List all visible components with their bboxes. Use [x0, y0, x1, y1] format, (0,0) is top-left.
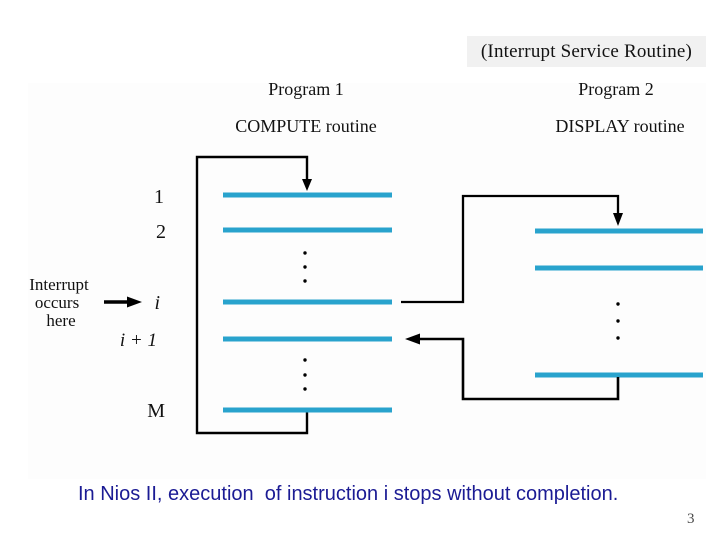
row-label-i: i: [154, 292, 160, 314]
row-label-1: 1: [154, 186, 164, 208]
return-arrowhead-left-icon: [405, 333, 420, 345]
row-label-2: 2: [156, 221, 166, 243]
interrupt-call-path: [401, 194, 620, 304]
svg-text:here: here: [46, 311, 75, 330]
row-label-M: M: [147, 400, 165, 422]
program1-header: Program 1: [268, 79, 344, 99]
svg-text:Interrupt: Interrupt: [29, 275, 89, 294]
figure-background: [28, 83, 706, 479]
slide-caption: In Nios II, execution of instruction i s…: [78, 483, 619, 505]
interrupt-arrowhead-right-icon: [127, 296, 142, 308]
ellipsis-dots-program1-upper: [303, 251, 307, 283]
ellipsis-dots-program1-lower: [303, 358, 307, 391]
page-number: 3: [687, 511, 695, 527]
program1-loop-path: [195, 155, 309, 435]
loop-arrowhead-down-icon: [302, 179, 312, 191]
ellipsis-dots-program2: [616, 302, 620, 340]
interrupt-occurs-label: Interrupt occurs here: [29, 275, 89, 330]
program2-routine-label: DISPLAY routine: [555, 116, 684, 136]
program1-routine-label: COMPUTE routine: [235, 116, 377, 136]
interrupt-return-path: [419, 337, 620, 401]
program2-header: Program 2: [578, 79, 654, 99]
svg-text:occurs: occurs: [35, 293, 79, 312]
slide-title: (Interrupt Service Routine): [467, 36, 706, 67]
row-label-i-plus-1: i + 1: [120, 330, 157, 351]
call-arrowhead-down-icon: [613, 213, 623, 226]
